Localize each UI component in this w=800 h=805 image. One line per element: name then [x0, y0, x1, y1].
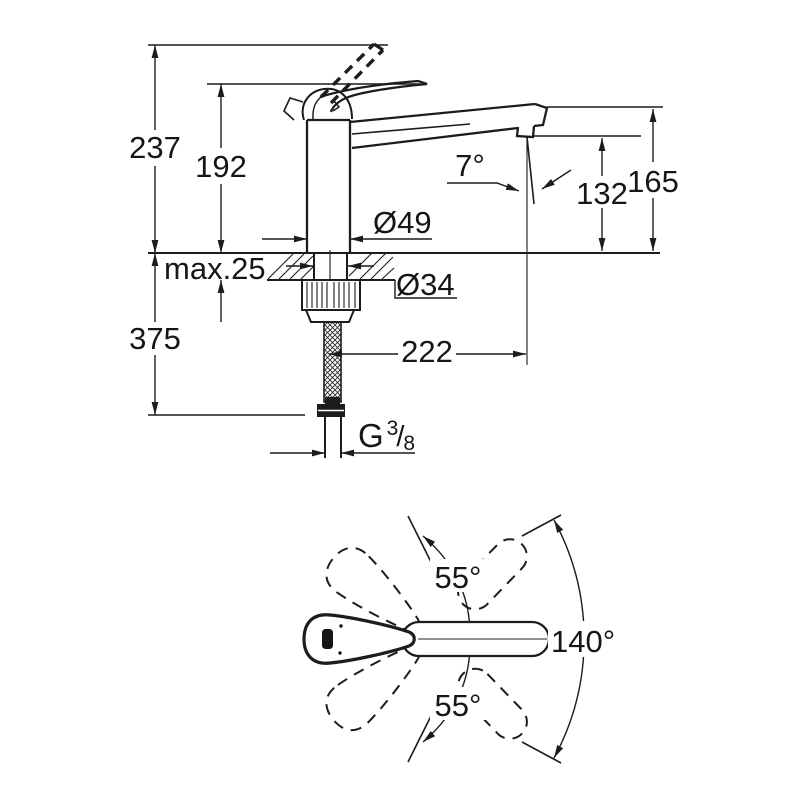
- dimension-label-hole-diameter: Ø34: [396, 267, 455, 302]
- dimension-label-below-counter: 375: [129, 321, 181, 356]
- dimension-labels: 237 192 max.25 375 Ø49 Ø34 7° 132 165 22…: [129, 130, 679, 455]
- dimension-label-stream-angle: 7°: [455, 148, 485, 183]
- angle-label-swing-down: 55°: [435, 688, 482, 723]
- lever-top: [302, 613, 416, 665]
- hole-diameter-leader: [394, 280, 457, 299]
- angle-label-swing-up: 55°: [435, 560, 482, 595]
- supply-tube: [324, 417, 342, 458]
- dimension-label-spout-top-height: 165: [627, 164, 679, 199]
- water-stream-line: [526, 136, 535, 205]
- angle-leader-right: [541, 169, 572, 190]
- lever-dashed-upper: [325, 546, 421, 633]
- dimension-label-base-diameter: Ø49: [373, 205, 432, 240]
- nut-ribs: [306, 282, 356, 308]
- dimension-label-counter-thickness: max.25: [164, 251, 266, 286]
- mounting-and-hose: [301, 250, 361, 458]
- angle-leader-left: [447, 182, 520, 192]
- spout-arm: [349, 102, 549, 150]
- dimension-label-lever-height: 192: [195, 149, 247, 184]
- side-view: 237 192 max.25 375 Ø49 Ø34 7° 132 165 22…: [129, 42, 679, 458]
- lever-handle: [319, 79, 428, 113]
- dimension-label-outlet-height: 132: [576, 176, 628, 211]
- flex-hose: [323, 321, 342, 403]
- dimension-lines: [151, 45, 657, 457]
- angle-labels: 55° 55° 140°: [430, 559, 620, 723]
- spout-top: [400, 620, 551, 658]
- lever-dashed-lower: [325, 645, 421, 732]
- cartridge-dome: [301, 87, 353, 121]
- angle-label-swivel-total: 140°: [551, 624, 615, 659]
- mounting-nut: [301, 279, 361, 311]
- nut-cap: [304, 309, 356, 323]
- lever-grip-mark: [322, 629, 333, 649]
- spout-outlet: [515, 125, 536, 139]
- top-view: 55° 55° 140°: [302, 514, 620, 764]
- lever-raised-dashed: [319, 42, 385, 105]
- hose-connector: [317, 397, 345, 417]
- dimension-label-total-height: 237: [129, 130, 181, 165]
- dimension-label-spout-reach: 222: [401, 334, 453, 369]
- faucet-body: [283, 42, 549, 365]
